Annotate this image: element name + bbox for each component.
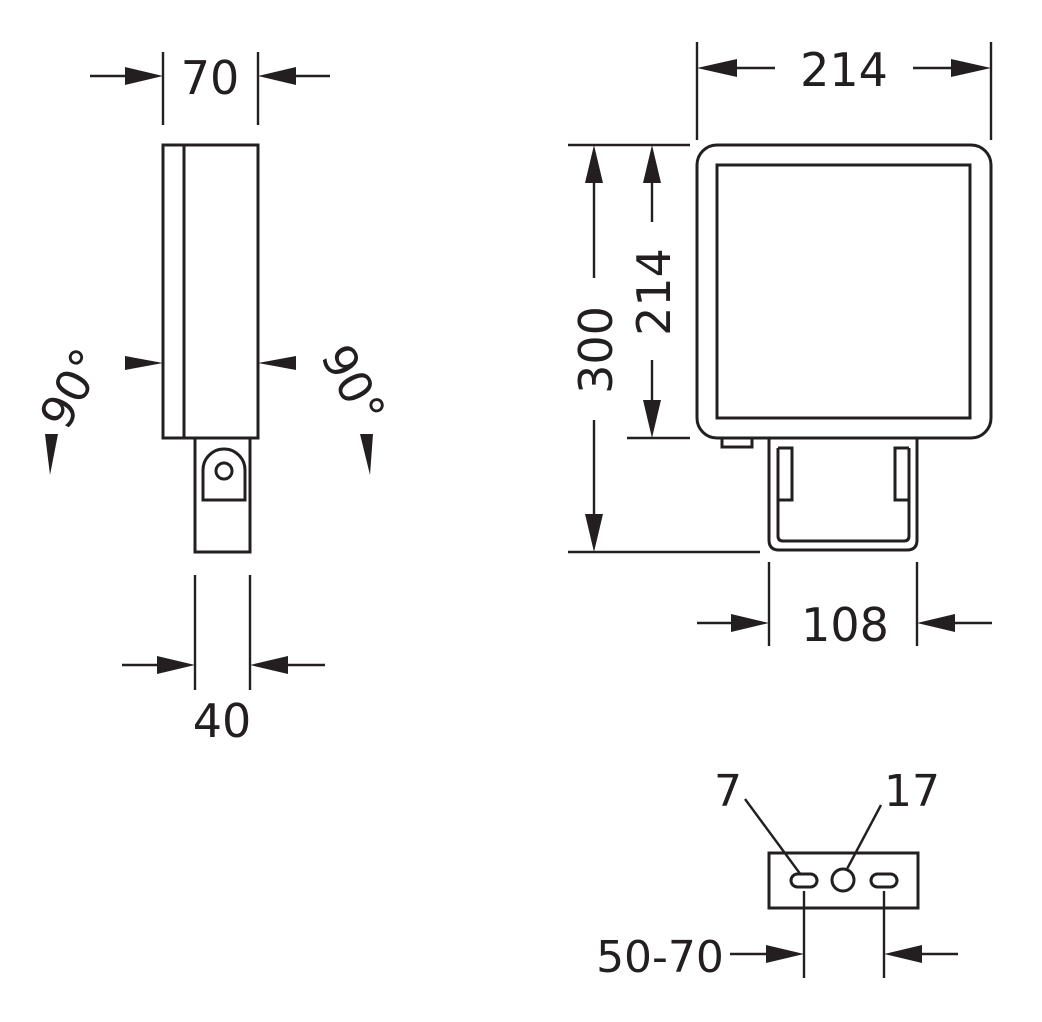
callout-17-leader — [845, 804, 883, 870]
tilt-left-label: 90° — [29, 340, 115, 437]
dim-214w-label: 214 — [800, 43, 888, 97]
front-bracket-tab-left — [778, 446, 794, 502]
dim-40-arrow-right — [250, 656, 288, 674]
front-bracket-tab-right — [893, 446, 909, 502]
front-housing — [695, 143, 993, 440]
dim-214w-arrow-right — [951, 59, 991, 77]
side-bracket — [193, 438, 252, 554]
dim-40-arrow-left — [157, 656, 195, 674]
tilt-left-arrow-bottom — [45, 434, 58, 475]
bracket-plate — [767, 851, 920, 910]
callout-7-label: 7 — [714, 766, 742, 817]
front-lens — [715, 163, 972, 420]
dim-50-70-arrow-left — [766, 945, 804, 963]
bracket-center-hole — [830, 867, 856, 893]
side-pivot-bolt — [214, 461, 234, 481]
dim-108-arrow-right — [917, 614, 955, 632]
dim-50-70-label: 50-70 — [596, 932, 724, 983]
bracket-slot-right — [869, 872, 899, 889]
dim-300-label: 300 — [569, 306, 623, 394]
side-bracket-pivot — [201, 447, 247, 502]
tilt-right-arrow-bottom — [360, 434, 373, 475]
dim-70-label: 70 — [181, 51, 240, 105]
front-clip — [720, 438, 754, 449]
dim-300-arrow-top — [585, 145, 603, 183]
dim-108-arrow-left — [731, 614, 769, 632]
dim-300-arrow-bottom — [585, 514, 603, 552]
tilt-left-arrow-top — [125, 356, 163, 370]
front-view: 214 214 300 108 — [568, 42, 993, 652]
dim-214h-arrow-bottom — [643, 400, 661, 438]
side-housing — [161, 143, 260, 440]
dim-70-arrow-left — [125, 67, 163, 85]
callout-7-leader — [744, 798, 802, 876]
dim-70-arrow-right — [258, 67, 296, 85]
front-bracket-outer — [767, 438, 919, 552]
dim-50-70-arrow-right — [884, 945, 922, 963]
dim-214h-label: 214 — [627, 248, 681, 336]
dim-108-label: 108 — [801, 598, 889, 652]
dim-214h-arrow-top — [643, 145, 661, 183]
callout-17-label: 17 — [884, 766, 940, 817]
side-view: 70 40 90° 90° — [29, 51, 396, 748]
bracket-slot-left — [789, 872, 819, 889]
tilt-right-label: 90° — [310, 336, 396, 433]
front-bracket-inner — [776, 448, 911, 543]
dim-40-label: 40 — [193, 694, 252, 748]
dim-214w-arrow-left — [697, 59, 737, 77]
bracket-detail: 7 17 50-70 — [596, 766, 958, 983]
tilt-right-arrow-top — [258, 356, 296, 370]
